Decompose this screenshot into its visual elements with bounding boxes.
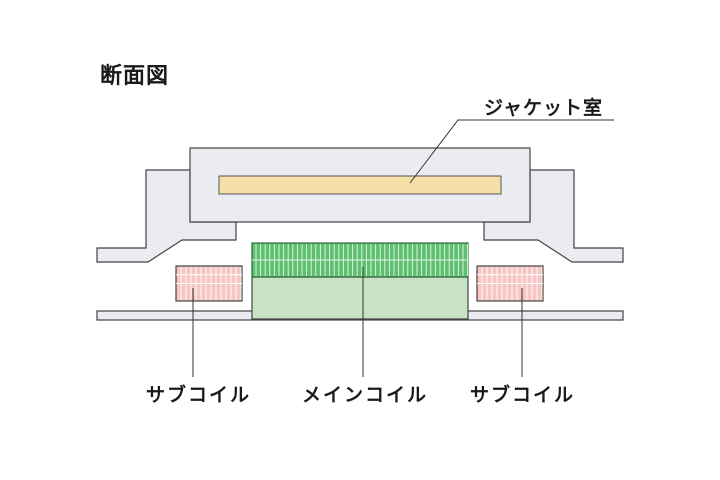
- jacket-chamber: [218, 175, 502, 195]
- diagram-title: 断面図: [100, 64, 170, 89]
- jacket-leader-line: [409, 119, 614, 184]
- sub-coil-right-label: サブコイル: [470, 384, 576, 406]
- main-coil-label: メインコイル: [302, 384, 429, 406]
- sub-coil-right: [476, 265, 544, 302]
- sub-coil-left: [175, 265, 243, 302]
- jacket-chamber-label: ジャケット室: [484, 97, 604, 119]
- main-coil: [251, 242, 469, 278]
- coil-core: [251, 276, 469, 320]
- sub-coil-left-label: サブコイル: [146, 384, 252, 406]
